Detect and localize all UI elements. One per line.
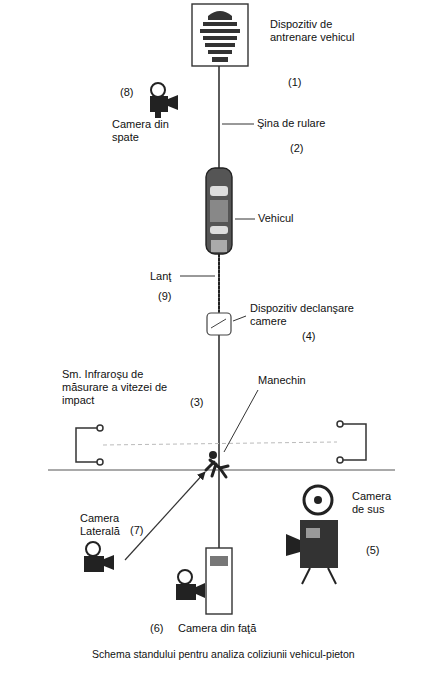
part-label: Dispozitiv declanşare camere: [250, 302, 362, 328]
callout-number: (9): [158, 290, 182, 303]
part-label: Camera de sus: [352, 490, 404, 516]
callout-number: (6): [150, 622, 172, 635]
front-camera: [176, 548, 232, 614]
view-arrow: [125, 472, 205, 560]
callout-number: (2): [290, 142, 314, 155]
part-label: Manechin: [258, 374, 328, 387]
callout-number: (1): [288, 76, 312, 89]
drive-device: [192, 4, 248, 66]
side-camera: [84, 542, 114, 572]
part-label: Camera Laterală: [80, 512, 128, 538]
part-label: Vehicul: [258, 212, 318, 225]
mannequin: [206, 451, 228, 477]
top-camera: [286, 486, 338, 584]
trigger-device: [207, 313, 231, 335]
part-label: Camera din spate: [112, 118, 170, 144]
callout-number: (8): [120, 86, 144, 99]
vehicle: [206, 168, 232, 254]
part-label: Camera din faţă: [178, 622, 288, 635]
callout-number: (5): [366, 544, 390, 557]
part-label: Dispozitiv de antrenare vehicul: [270, 18, 380, 44]
chain: [218, 254, 220, 312]
caption: Schema standului pentru analiza coliziun…: [92, 648, 355, 660]
rail: [218, 66, 220, 548]
part-label: Lanţ: [150, 270, 180, 283]
part-label: Şina de rulare: [257, 117, 347, 130]
callout-number: (7): [130, 524, 150, 537]
leader-lines: [180, 124, 258, 452]
callout-number: (4): [302, 330, 326, 343]
part-label: Sm. Infraroşu de măsurare a vitezei de i…: [62, 368, 188, 407]
callout-number: (3): [190, 396, 214, 409]
infrared-sensors: [48, 421, 395, 470]
rear-camera: [150, 83, 178, 118]
